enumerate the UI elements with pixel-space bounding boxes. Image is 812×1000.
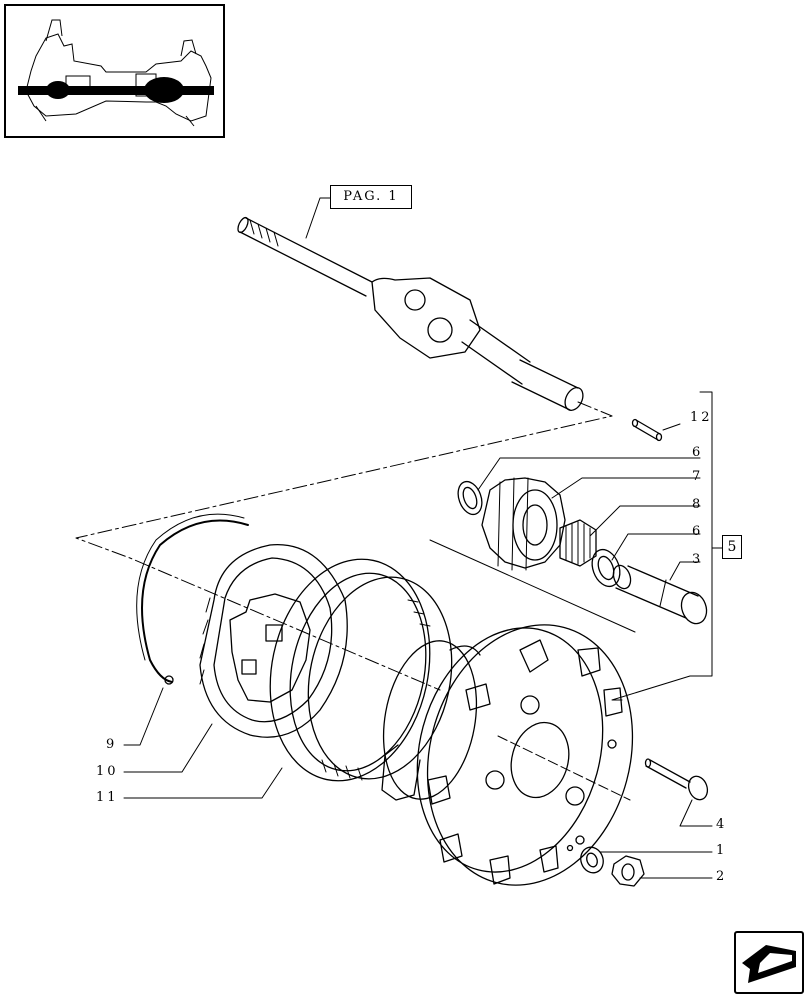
callout-9: 9 <box>106 737 118 752</box>
nut <box>611 855 645 887</box>
arrow-back-icon <box>742 945 796 983</box>
pin-12 <box>631 418 663 442</box>
callout-2: 2 <box>716 869 728 884</box>
callout-7: 7 <box>692 469 704 484</box>
planet-carrier <box>416 624 634 886</box>
thrust-washer-upper <box>457 480 483 516</box>
callout-1: 1 <box>716 843 728 858</box>
bolt <box>644 758 709 801</box>
callout-8: 8 <box>692 497 704 512</box>
assembly-group-box: 5 <box>722 535 742 559</box>
needle-bearing <box>559 519 597 567</box>
sun-gear-hub <box>381 640 481 801</box>
callout-10: 10 <box>96 764 119 779</box>
assembly-thumbnail <box>4 4 225 138</box>
washer <box>580 846 604 874</box>
page-reference-box[interactable]: PAG. 1 <box>330 185 412 209</box>
callout-6-lower: 6 <box>692 524 704 539</box>
callout-3: 3 <box>692 552 704 567</box>
leader-lines <box>123 197 723 879</box>
axle-shaft <box>237 216 584 411</box>
callout-11: 11 <box>96 790 119 805</box>
callout-12: 12 <box>690 410 713 425</box>
back-navigation-button[interactable] <box>734 931 804 994</box>
ring-gear-carrier <box>199 543 348 738</box>
snap-ring <box>136 513 249 685</box>
axle-overview-image <box>18 19 214 127</box>
callout-4: 4 <box>716 817 728 832</box>
ring-gear <box>269 558 453 782</box>
planet-pin <box>612 564 708 625</box>
callout-6-upper: 6 <box>692 445 704 460</box>
planet-gear <box>481 477 566 571</box>
thrust-washer-lower <box>591 548 621 588</box>
